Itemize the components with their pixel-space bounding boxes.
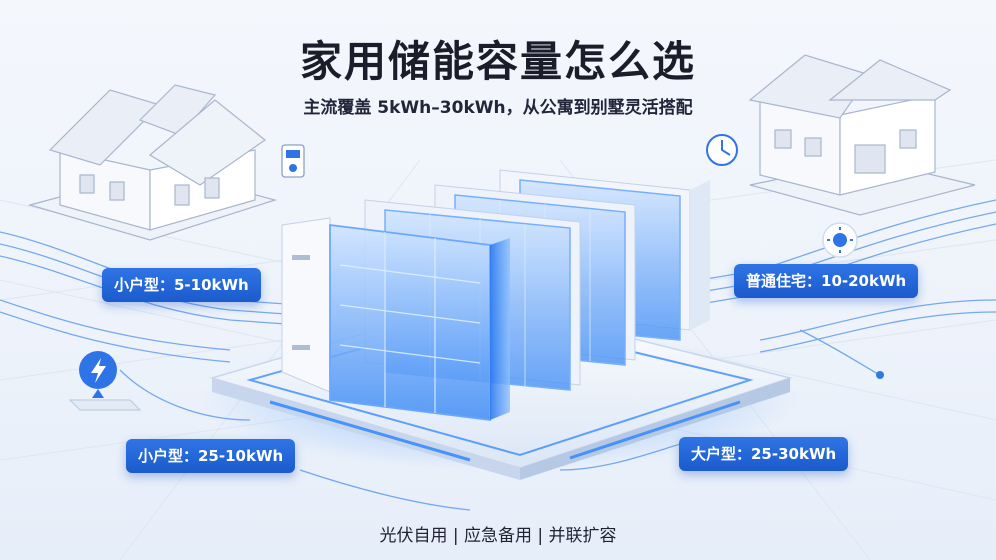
badge-normal-home: 普通住宅：10-20kWh	[734, 264, 919, 298]
footer-tagline: 光伏自用 | 应急备用 | 并联扩容	[379, 526, 617, 546]
battery-module-front	[281, 217, 510, 422]
left-house	[27, 84, 278, 241]
badge-small-home: 小户型：5-10kWh	[102, 268, 261, 302]
badge-large-home: 大户型：25-30kWh	[679, 437, 849, 471]
badge-small-home-2: 小户型：25-10kWh	[126, 439, 296, 473]
right-house	[748, 54, 976, 216]
smart-meter-icon	[281, 144, 305, 178]
sun-icon	[822, 222, 858, 258]
circuit-node	[876, 371, 884, 379]
lightning-bolt-icon	[68, 351, 142, 411]
gauge-clock-icon	[706, 134, 738, 166]
page-subtitle: 主流覆盖 5kWh–30kWh，从公寓到别墅灵活搭配	[303, 98, 693, 118]
page-title: 家用储能容量怎么选	[299, 37, 696, 86]
